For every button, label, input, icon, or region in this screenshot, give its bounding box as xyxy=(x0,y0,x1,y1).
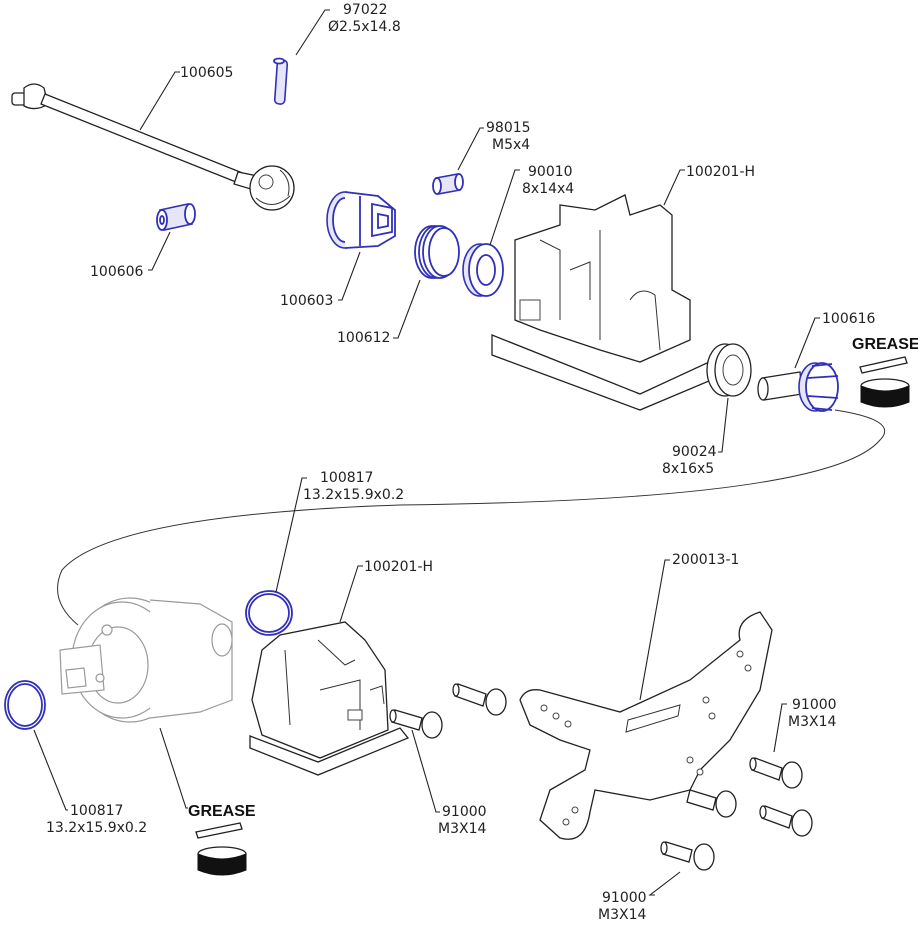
label-driveshaft: 100605 xyxy=(180,65,233,81)
svg-text:91000: 91000 xyxy=(602,890,647,906)
screw-upper-part xyxy=(452,683,507,716)
pin-part xyxy=(273,57,289,105)
svg-text:98015: 98015 xyxy=(486,120,531,136)
label-oring-top: 100817 13.2x15.9x0.2 xyxy=(303,470,404,503)
label-screw-right: 91000 M3X14 xyxy=(788,697,837,730)
bearing-small-part xyxy=(462,243,504,297)
label-bearing-small: 90010 8x14x4 xyxy=(522,164,574,197)
svg-text:97022: 97022 xyxy=(343,2,388,18)
svg-text:M3X14: M3X14 xyxy=(438,821,486,837)
label-plate: 200013-1 xyxy=(672,552,739,568)
svg-text:Ø2.5x14.8: Ø2.5x14.8 xyxy=(328,19,401,35)
label-bulkhead-top: 100201-H xyxy=(686,164,755,180)
label-cup: 100603 xyxy=(280,293,333,309)
svg-text:13.2x15.9x0.2: 13.2x15.9x0.2 xyxy=(303,487,404,503)
svg-text:90024: 90024 xyxy=(672,444,717,460)
pinion-part xyxy=(757,362,839,412)
label-bulkhead-bottom: 100201-H xyxy=(364,559,433,575)
differential-part xyxy=(59,597,233,723)
grease-tub-bottom xyxy=(195,822,247,876)
svg-text:8x14x4: 8x14x4 xyxy=(522,181,574,197)
svg-text:M5x4: M5x4 xyxy=(492,137,530,153)
screw-bottom-part xyxy=(660,841,715,871)
sleeve-part xyxy=(156,203,196,231)
assembly-link-line xyxy=(57,409,886,626)
leader-lines xyxy=(33,9,820,896)
driveshaft-part xyxy=(11,83,295,211)
svg-text:100817: 100817 xyxy=(320,470,373,486)
svg-text:8x16x5: 8x16x5 xyxy=(662,461,714,477)
bulkhead-top-part xyxy=(491,194,736,411)
svg-text:100817: 100817 xyxy=(70,803,123,819)
screw-right-part xyxy=(686,757,813,837)
label-grease-top: GREASE xyxy=(852,336,918,353)
label-bearing-large: 90024 8x16x5 xyxy=(662,444,717,477)
label-sleeve: 100606 xyxy=(90,264,144,280)
label-pinion: 100616 xyxy=(822,311,876,327)
bulkhead-bottom-part xyxy=(249,621,410,776)
svg-text:M3X14: M3X14 xyxy=(598,907,646,923)
svg-text:13.2x15.9x0.2: 13.2x15.9x0.2 xyxy=(46,820,147,836)
screw-mid-part xyxy=(389,709,443,739)
oring-top-part xyxy=(245,590,293,636)
plate-part xyxy=(519,611,773,840)
label-pin: 97022 Ø2.5x14.8 xyxy=(328,2,401,35)
svg-text:91000: 91000 xyxy=(792,697,837,713)
label-screw-mid: 91000 M3X14 xyxy=(438,804,487,837)
label-grease-bottom: GREASE xyxy=(188,803,256,820)
label-oring-left: 100817 13.2x15.9x0.2 xyxy=(46,803,147,836)
svg-text:M3X14: M3X14 xyxy=(788,714,836,730)
grease-tub-top xyxy=(859,356,910,408)
cup-part xyxy=(326,191,396,249)
bearing-large-part xyxy=(706,343,752,397)
svg-text:91000: 91000 xyxy=(442,804,487,820)
svg-text:90010: 90010 xyxy=(528,164,573,180)
label-screw-bottom: 91000 M3X14 xyxy=(598,890,647,923)
label-spring: 100612 xyxy=(337,330,390,346)
setscrew-part xyxy=(432,173,464,195)
label-setscrew: 98015 M5x4 xyxy=(486,120,531,153)
oring-left-part xyxy=(4,680,46,730)
spring-part xyxy=(414,225,460,279)
